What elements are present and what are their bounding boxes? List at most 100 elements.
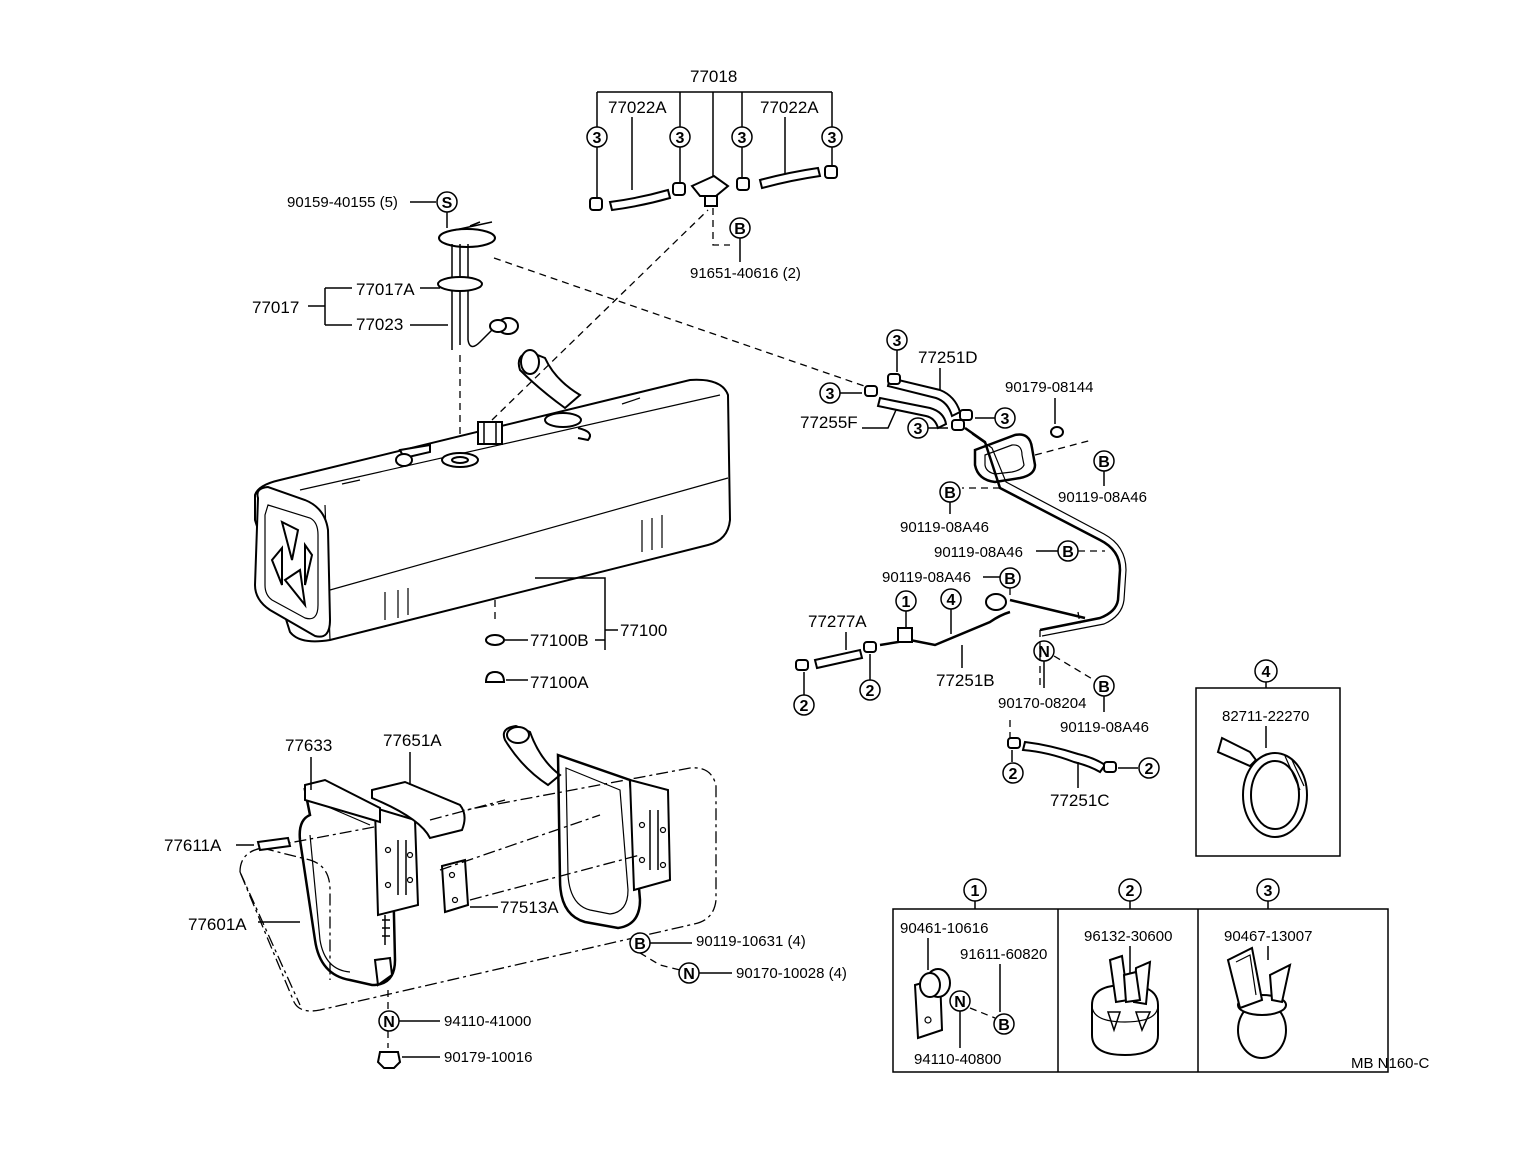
bolt-symbol-b: B [629,932,651,954]
bolt-symbol-b: B [1093,675,1115,697]
clip-symbol-1: 1 [895,590,917,612]
label-77100: 77100 [620,621,667,640]
label-90170-08204: 90170-08204 [998,695,1086,712]
clip-symbol-2: 2 [1138,757,1160,779]
fuel-tank-77100: 77100 77100B 77100A [253,209,871,692]
detail-box-4: 4 82711-22270 [1195,659,1341,857]
label-77018: 77018 [690,67,737,86]
label-90119-08a46-d: 90119-08A46 [882,569,971,586]
label-77513a: 77513A [500,898,559,917]
svg-text:3: 3 [826,386,835,403]
nut-symbol-n: N [378,1010,400,1032]
clip-symbol-3: 3 [731,126,753,148]
label-77255f: 77255F [800,413,858,432]
label-77017: 77017 [252,298,299,317]
nut-symbol-n: N [1033,640,1055,662]
label-90119-08a46-a: 90119-08A46 [1058,489,1147,506]
detail-boxes-1-3: 1 2 3 90461-10616 91611-60820 N B 94110-… [892,878,1389,1073]
svg-text:B: B [1062,544,1074,561]
svg-text:3: 3 [893,333,902,350]
label-77633: 77633 [285,736,332,755]
clip-symbol-3: 3 [669,126,691,148]
bolt-symbol-b: B [1057,540,1079,562]
fuel-sender-gauge-77017: 90159-40155 (5) S 77017A 77017 77023 [252,191,519,458]
bolt-symbol-b: B [939,481,961,503]
svg-text:3: 3 [1001,411,1010,428]
svg-text:B: B [734,221,746,238]
box2-part-96132-30600: 96132-30600 [1084,928,1172,945]
label-90119-08a46-e: 90119-08A46 [1060,719,1149,736]
label-77251d: 77251D [918,348,978,367]
svg-text:3: 3 [1264,883,1273,900]
label-77601a: 77601A [188,915,247,934]
svg-text:3: 3 [676,130,685,147]
svg-text:2: 2 [800,698,809,715]
svg-text:S: S [442,195,453,212]
screw-symbol-s: S [436,191,458,213]
bolt-symbol-b: B [729,217,751,239]
svg-text:1: 1 [971,883,980,900]
label-77022a-left: 77022A [608,98,667,117]
clip-symbol-3: 3 [586,126,608,148]
svg-text:4: 4 [947,592,956,609]
tank-strap-assembly: 77611A 77633 77651A 77601A 77513A B 9011… [164,724,847,1069]
label-90170-10028: 90170-10028 (4) [736,965,847,982]
svg-text:B: B [1098,454,1110,471]
clip-symbol-3: 3 [819,382,841,404]
clip-symbol-2: 2 [1002,762,1024,784]
label-91651-40616: 91651-40616 (2) [690,265,801,282]
detail-box-4-title: 4 [1254,659,1278,683]
clip-symbol-2: 2 [859,679,881,701]
nut-symbol-n: N [949,990,971,1012]
box3-part-90467-13007: 90467-13007 [1224,928,1312,945]
bolt-symbol-b: B [993,1013,1015,1035]
vent-hose-assembly-77018: 77018 77022A 77022A 3 3 3 3 B 91651-4061… [586,67,843,282]
clip-symbol-3: 3 [821,126,843,148]
svg-text:B: B [1004,571,1016,588]
clip-symbol-3: 3 [886,329,908,351]
svg-text:2: 2 [1145,761,1154,778]
box4-part-82711-22270: 82711-22270 [1222,708,1309,725]
fuel-pipe-assembly: 3 77251D 3 77255F 3 3 90179-08144 B 9011… [793,329,1160,810]
label-90179-10016: 90179-10016 [444,1049,532,1066]
label-77023: 77023 [356,315,403,334]
label-77100a: 77100A [530,673,589,692]
box1-part-94110-40800: 94110-40800 [914,1051,1001,1068]
label-77277a: 77277A [808,612,867,631]
detail-box-2-title: 2 [1118,878,1142,902]
label-77251c: 77251C [1050,791,1110,810]
svg-text:2: 2 [1009,766,1018,783]
clip-symbol-2: 2 [793,694,815,716]
bolt-symbol-b: B [999,567,1021,589]
svg-text:3: 3 [593,130,602,147]
svg-text:3: 3 [914,421,923,438]
svg-text:N: N [683,966,695,983]
label-77017a: 77017A [356,280,415,299]
svg-text:N: N [954,994,966,1011]
label-90179-08144: 90179-08144 [1005,379,1093,396]
svg-text:N: N [1038,644,1050,661]
svg-text:B: B [634,936,646,953]
detail-box-1-title: 1 [963,878,987,902]
svg-text:2: 2 [1126,883,1135,900]
svg-text:4: 4 [1262,664,1271,681]
svg-text:2: 2 [866,683,875,700]
label-77100b: 77100B [530,631,589,650]
box1-part-90461-10616: 90461-10616 [900,920,988,937]
label-90159-40155: 90159-40155 (5) [287,194,398,211]
label-94110-41000: 94110-41000 [444,1013,531,1030]
svg-text:3: 3 [828,130,837,147]
box1-part-91611-60820: 91611-60820 [960,946,1047,963]
svg-text:N: N [383,1014,395,1031]
clip-symbol-3: 3 [907,417,929,439]
svg-text:1: 1 [902,594,911,611]
diagram-code: MB N160-C [1351,1055,1430,1072]
svg-text:B: B [1098,679,1110,696]
label-77611a: 77611A [164,836,222,855]
label-90119-10631: 90119-10631 (4) [696,933,806,950]
clip-symbol-3: 3 [994,407,1016,429]
nut-symbol-n: N [678,962,700,984]
clip-symbol-4: 4 [940,588,962,610]
label-77251b: 77251B [936,671,995,690]
